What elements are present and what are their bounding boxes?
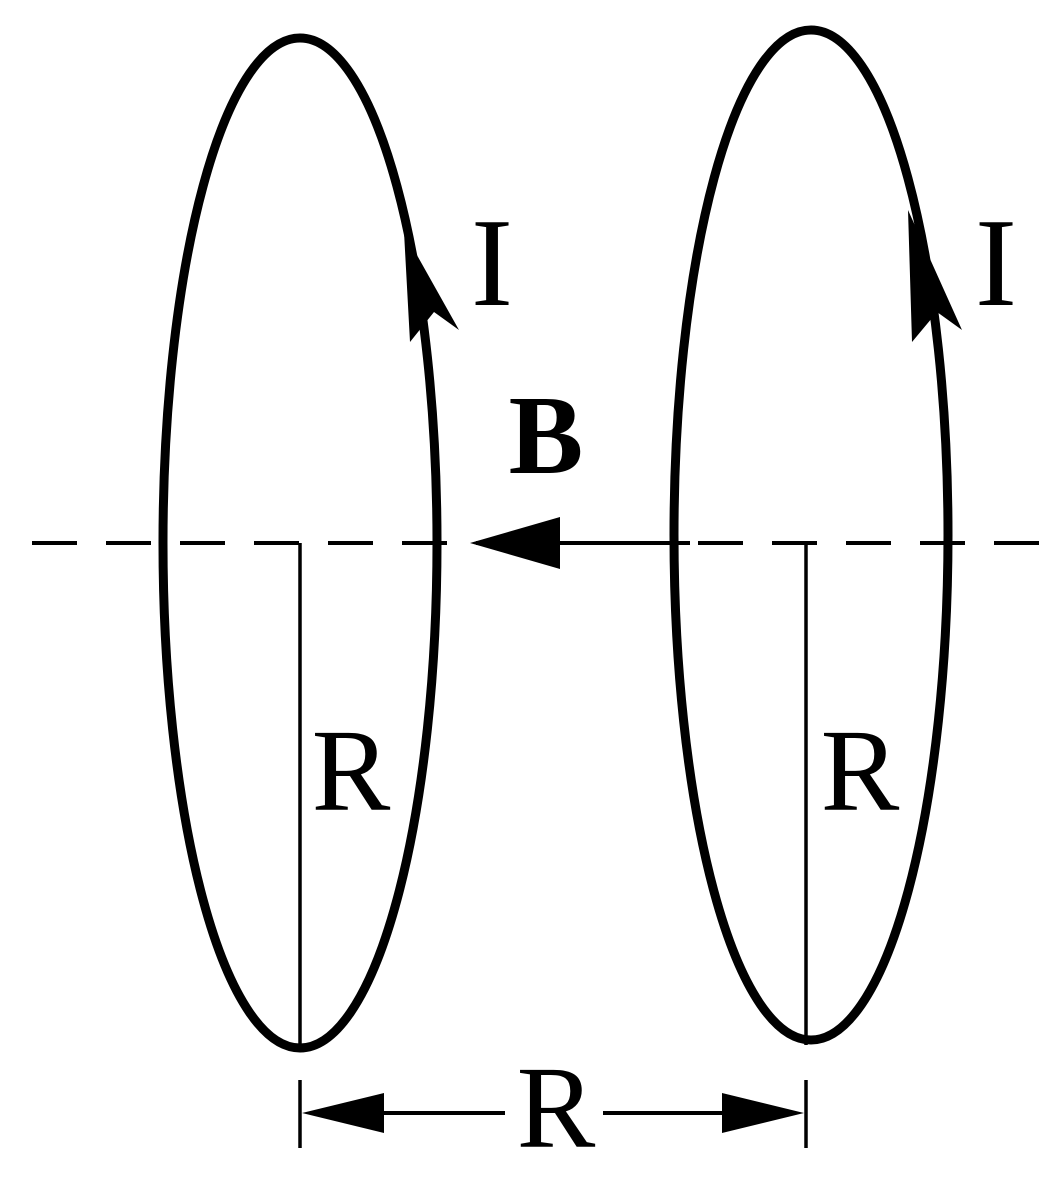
separation-label: R	[517, 1042, 596, 1173]
left-coil	[158, 33, 442, 1053]
radius-label-right: R	[821, 705, 900, 836]
current-arrow-right-icon	[908, 210, 962, 342]
separation-arrow-right-icon	[722, 1093, 804, 1133]
right-coil	[669, 25, 953, 1045]
current-label-left: I	[471, 194, 513, 333]
current-arrow-left-icon	[404, 232, 459, 342]
radius-label-left: R	[312, 705, 391, 836]
current-label-right: I	[975, 194, 1017, 333]
field-label: B	[509, 374, 584, 498]
field-arrow-icon	[470, 517, 560, 569]
separation-arrow-left-icon	[302, 1093, 384, 1133]
